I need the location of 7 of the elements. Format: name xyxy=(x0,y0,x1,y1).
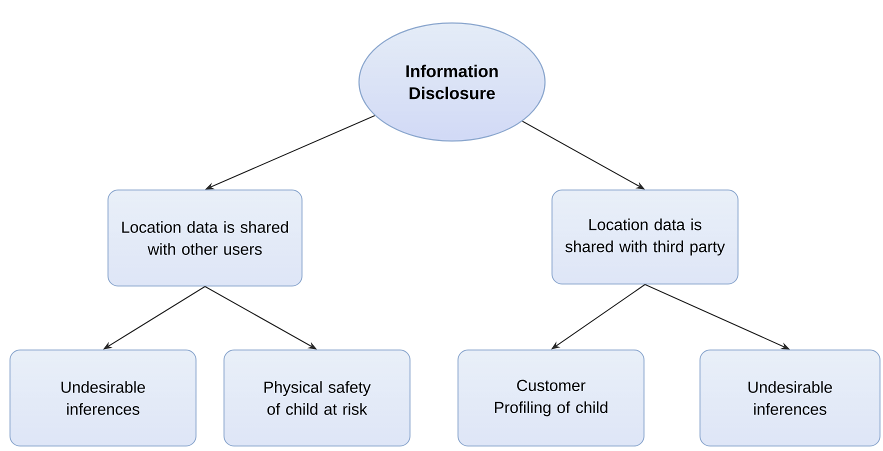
process-box: Location data is shared with third party xyxy=(552,190,738,284)
process-box: Undesirable inferences xyxy=(700,350,880,446)
process-box: Customer Profiling of child xyxy=(458,350,644,446)
process-box: Physical safety of child at risk xyxy=(224,350,410,446)
process-box: Location data is shared with other users xyxy=(108,190,302,286)
ellipse-node: Information Disclosure xyxy=(358,22,546,142)
process-box: Undesirable inferences xyxy=(10,350,196,446)
